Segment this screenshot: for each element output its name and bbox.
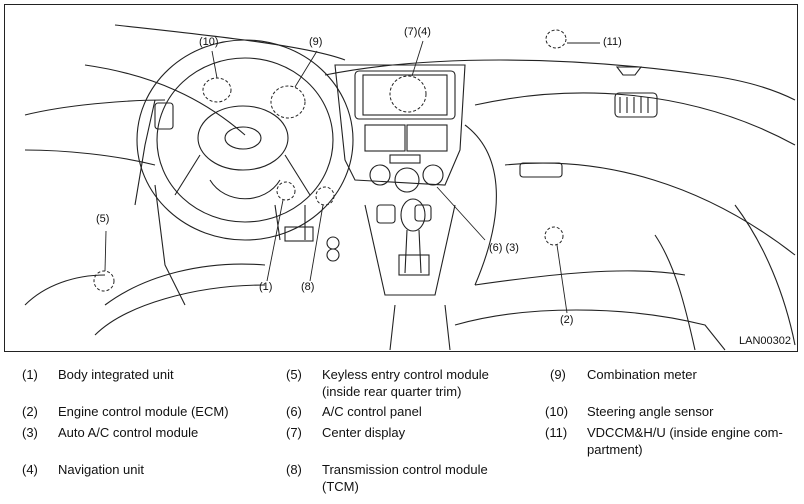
legend-item-9: (9) Combination meter [550,366,800,383]
legend-number: (4) [22,462,38,477]
legend-item-11: (11) VDCCM&H/U (inside engine com- partm… [545,424,800,460]
legend: (1) Body integrated unit (2) Engine cont… [0,362,804,504]
legend-number: (11) [545,425,568,440]
legend-text: Engine control module (ECM) [58,404,229,419]
figure-code: LAN00302 [739,335,791,347]
legend-text: Combination meter [587,367,697,382]
legend-number: (5) [286,367,302,382]
legend-number: (7) [286,425,302,440]
legend-number: (9) [550,367,566,382]
legend-number: (3) [22,425,38,440]
legend-item-7: (7) Center display [286,424,536,441]
callout-7-4: (7)(4) [404,26,431,38]
legend-text: A/C control panel [322,404,422,419]
callout-11: (11) [603,36,622,48]
legend-number: (1) [22,367,38,382]
legend-number: (10) [545,404,569,419]
callout-2: (2) [560,314,574,326]
legend-item-6: (6) A/C control panel [286,403,536,420]
legend-text: Steering angle sensor [587,404,714,419]
callout-1: (1) [259,281,273,293]
legend-text: Transmission control module (TCM) [322,462,488,494]
legend-item-8: (8) Transmission control module (TCM) [286,461,536,497]
legend-item-2: (2) Engine control module (ECM) [22,403,272,420]
legend-text: Keyless entry control module (inside rea… [322,367,489,399]
legend-text: Body integrated unit [58,367,174,382]
legend-number: (6) [286,404,302,419]
legend-item-10: (10) Steering angle sensor [545,403,800,420]
callout-6-3: (6) (3) [489,242,519,254]
legend-item-1: (1) Body integrated unit [22,366,272,383]
callout-8: (8) [301,281,315,293]
legend-text: Auto A/C control module [58,425,199,440]
callout-10: (10) [199,36,219,48]
legend-number: (2) [22,404,38,419]
legend-text: Center display [322,425,406,440]
dashboard-line-drawing [24,24,796,351]
legend-item-3: (3) Auto A/C control module [22,424,272,441]
legend-text: VDCCM&H/U (inside engine com- partment) [587,425,783,457]
legend-item-5: (5) Keyless entry control module (inside… [286,366,536,402]
legend-text: Navigation unit [58,462,144,477]
component-location-diagram: (10) (9) (7)(4) (11) (5) (1) (8) (6) (3)… [4,4,798,352]
legend-item-4: (4) Navigation unit [22,461,272,478]
callout-9: (9) [309,36,323,48]
legend-number: (8) [286,462,302,477]
callout-5: (5) [96,213,110,225]
